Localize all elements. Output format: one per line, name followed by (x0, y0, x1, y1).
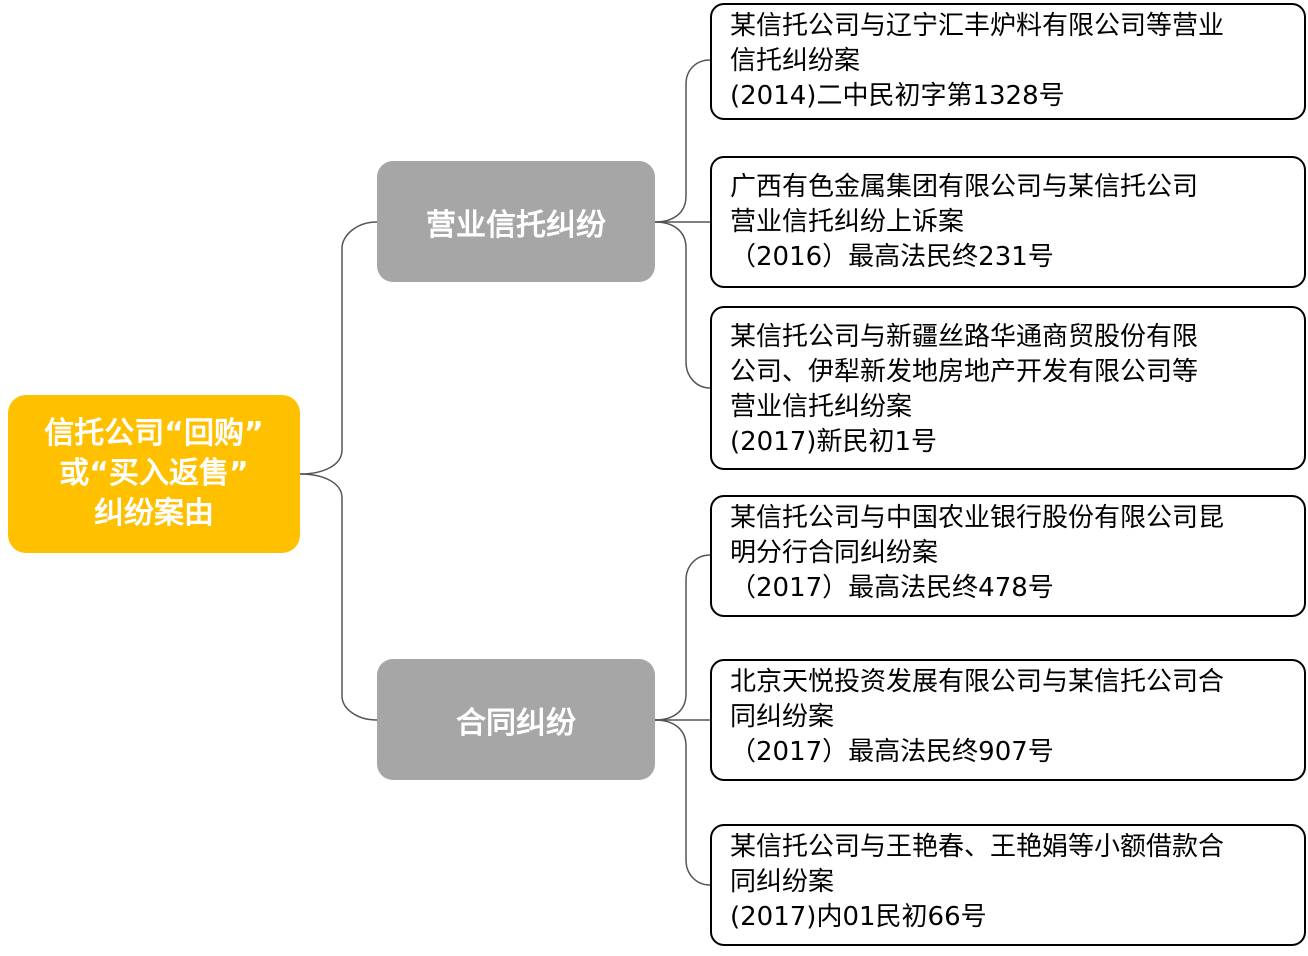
root-line: 信托公司“回购” (44, 416, 264, 451)
case-line: 同纠纷案 (730, 867, 835, 897)
case-line: 同纠纷案 (730, 702, 835, 732)
case-node: 广西有色金属集团有限公司与某信托公司 营业信托纠纷上诉案 （2016）最高法民终… (710, 156, 1306, 288)
root-line: 或“买入返售” (59, 456, 249, 491)
case-line: (2017)新民初1号 (730, 427, 937, 457)
root-line: 纠纷案由 (94, 496, 214, 531)
connector-branch-1-leaf-3 (654, 221, 711, 389)
case-node: 某信托公司与辽宁汇丰炉料有限公司等营业 信托纠纷案 (2014)二中民初字第13… (710, 3, 1306, 120)
case-node: 某信托公司与中国农业银行股份有限公司昆 明分行合同纠纷案 （2017）最高法民终… (710, 495, 1306, 617)
case-line: (2014)二中民初字第1328号 (730, 81, 1065, 111)
connector-branch-2-leaf-1 (654, 554, 711, 721)
case-line: 信托纠纷案 (730, 46, 861, 76)
case-line: (2017)内01民初66号 (730, 902, 987, 932)
case-line: 广西有色金属集团有限公司与某信托公司 (730, 172, 1199, 202)
case-line: （2016）最高法民终231号 (730, 242, 1054, 272)
case-line: 某信托公司与新疆丝路华通商贸股份有限 (730, 322, 1199, 352)
case-line: （2017）最高法民终478号 (730, 573, 1054, 603)
connector-root-branch-1 (299, 221, 378, 475)
case-line: （2017）最高法民终907号 (730, 737, 1054, 767)
case-line: 某信托公司与王艳春、王艳娟等小额借款合 (730, 832, 1225, 862)
branch-node-contract: 合同纠纷 (377, 659, 655, 780)
branch-node-business-trust: 营业信托纠纷 (377, 161, 655, 282)
case-line: 公司、伊犁新发地房地产开发有限公司等 (730, 357, 1199, 387)
case-line: 北京天悦投资发展有限公司与某信托公司合 (730, 667, 1225, 697)
case-node: 某信托公司与新疆丝路华通商贸股份有限 公司、伊犁新发地房地产开发有限公司等 营业… (710, 306, 1306, 470)
root-node: 信托公司“回购” 或“买入返售” 纠纷案由 (8, 395, 300, 553)
case-line: 某信托公司与辽宁汇丰炉料有限公司等营业 (730, 11, 1225, 41)
case-node: 某信托公司与王艳春、王艳娟等小额借款合 同纠纷案 (2017)内01民初66号 (710, 824, 1306, 946)
case-node: 北京天悦投资发展有限公司与某信托公司合 同纠纷案 （2017）最高法民终907号 (710, 659, 1306, 781)
case-line: 明分行合同纠纷案 (730, 538, 939, 568)
case-line: 营业信托纠纷上诉案 (730, 207, 965, 237)
case-line: 营业信托纠纷案 (730, 392, 913, 422)
connector-branch-1-leaf-1 (654, 59, 711, 223)
connector-root-branch-2 (299, 473, 378, 721)
case-line: 某信托公司与中国农业银行股份有限公司昆 (730, 503, 1225, 533)
connector-branch-2-leaf-3 (654, 719, 711, 886)
